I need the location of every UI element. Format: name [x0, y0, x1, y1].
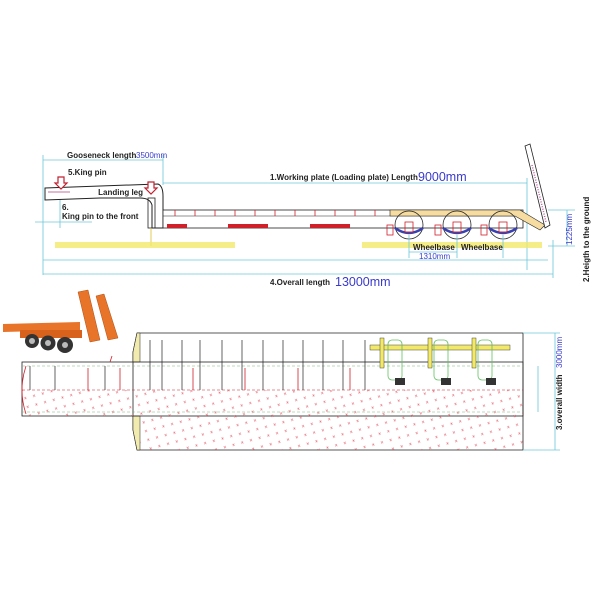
ground-line: [55, 242, 235, 248]
ground-line: [362, 242, 542, 248]
landing-leg: [147, 197, 156, 229]
gooseneck-length-label: Gooseneck length: [67, 151, 136, 160]
working-plate-label: 1.Working plate (Loading plate) Length: [270, 173, 418, 182]
gooseneck-length-value: 3500mm: [136, 151, 167, 160]
landing-leg-arrow-icon: [143, 181, 159, 195]
gooseneck: [44, 183, 164, 229]
top-view: 3.overall width 3000mm: [21, 332, 564, 451]
height-label: 2.Heigth to the ground: [582, 197, 591, 282]
king-pin-front-label: King pin to the front: [62, 212, 139, 221]
wheelbase-label-1: Wheelbase: [413, 243, 455, 252]
king-pin-arrow-icon: [53, 176, 69, 190]
rear-deck: [389, 209, 546, 231]
height-value: 1225mm: [565, 214, 574, 245]
loading-ramp: [524, 143, 551, 229]
axle-plan: [369, 337, 511, 385]
king-pin-label: 5.King pin: [68, 168, 107, 177]
working-plate-value: 9000mm: [418, 170, 467, 184]
wheelbase-label-2: Wheelbase: [461, 243, 503, 252]
overall-width-value: 3000mm: [555, 337, 564, 368]
overall-length-label: 4.Overall length: [270, 278, 330, 287]
side-view: Gooseneck length 3500mm 1.Working plate …: [35, 143, 591, 289]
king-pin-front-number: 6.: [62, 203, 69, 212]
landing-leg-label: Landing leg: [98, 188, 143, 197]
wheelbase-value: 1310mm: [419, 252, 450, 261]
trailer-photo: [3, 289, 119, 353]
overall-length-value: 13000mm: [335, 275, 391, 289]
overall-width-label: 3.overall width: [555, 374, 564, 430]
